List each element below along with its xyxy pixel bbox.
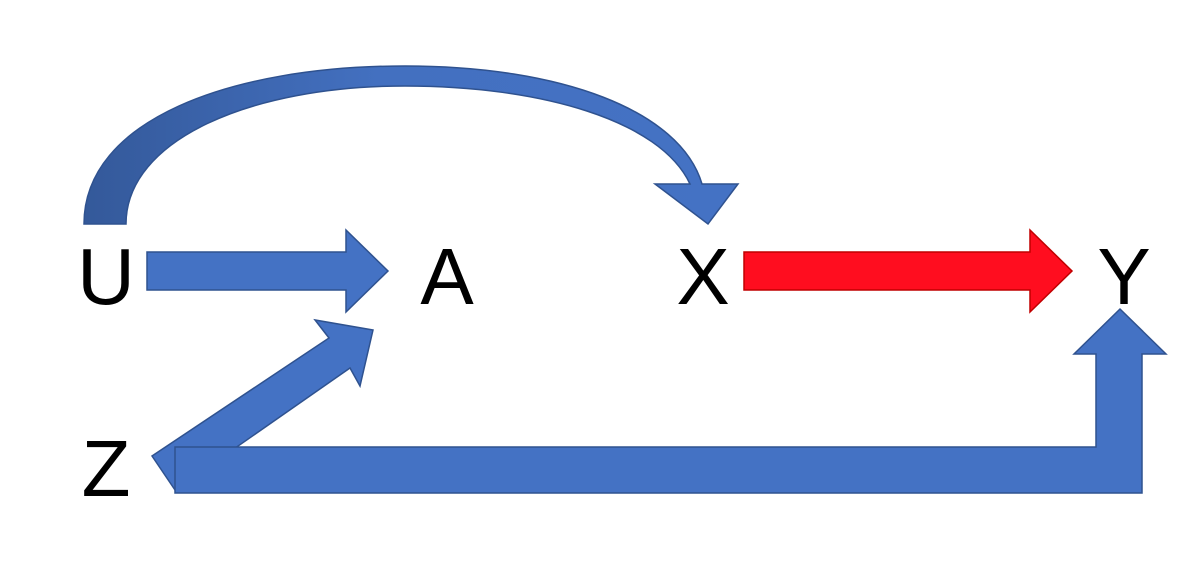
- edge-x-to-y-arrow: [743, 228, 1074, 314]
- edge-z-to-y-arrow: [174, 307, 1168, 494]
- node-x-label: X: [676, 232, 729, 321]
- edge-u-to-a-arrow: [146, 228, 390, 314]
- node-z-label: Z: [82, 424, 131, 513]
- node-y-label: Y: [1097, 232, 1150, 321]
- edge-u-to-x-arrow: [83, 65, 740, 226]
- node-u-label: U: [77, 232, 135, 321]
- node-a-label: A: [420, 232, 474, 321]
